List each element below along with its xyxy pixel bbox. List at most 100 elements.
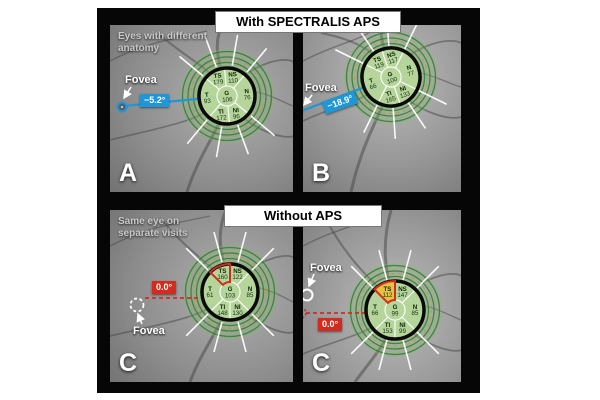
scan-ring: [349, 264, 441, 356]
sector-label-NI: NI: [232, 107, 239, 115]
scan-ring: [187, 56, 267, 136]
spoke: [335, 49, 364, 65]
sector-G: [216, 85, 238, 107]
scan-ring-dashed: [358, 273, 432, 347]
sector-value-T: 66: [369, 82, 378, 91]
sector-value-NI: 99: [399, 328, 406, 335]
spoke: [236, 124, 250, 155]
spoke: [213, 231, 223, 263]
sector-value-NI: 96: [233, 113, 241, 121]
sector-label-TS: TS: [372, 55, 382, 64]
sector-label-T: T: [368, 77, 374, 85]
spoke: [363, 104, 379, 133]
fovea-label: Fovea: [310, 262, 342, 274]
sector-label-TI: TI: [220, 304, 226, 311]
panel-letter: C: [119, 349, 138, 377]
sector-value-NI: 133: [399, 90, 412, 100]
sector-label-N: N: [413, 304, 418, 311]
sector-value-TI: 148: [217, 310, 228, 317]
fovea-arrow-icon: [303, 94, 313, 107]
disc-ring: [360, 46, 422, 108]
sector-value-G: 106: [222, 96, 233, 104]
sector-value-TI: 165: [385, 95, 398, 105]
sector-label-G: G: [387, 70, 394, 78]
header-without-aps: Without APS: [224, 205, 382, 227]
spoke: [407, 102, 427, 129]
sector-label-N: N: [244, 88, 250, 95]
fovea-marker-dot: [121, 106, 123, 108]
retinal-vessel: [303, 30, 372, 62]
spoke: [251, 313, 275, 337]
angle-label: −5.2°: [140, 94, 170, 107]
sector-label-TS: TS: [384, 286, 392, 293]
sector-label-TS: TS: [213, 72, 222, 80]
scan-ring-dashed: [354, 40, 428, 114]
sector-value-G: 103: [225, 293, 236, 300]
fovea-label: Fovea: [305, 82, 337, 94]
fovea-marker: [303, 288, 314, 302]
panel-caption: Eyes with different anatomy: [118, 31, 207, 54]
disc-ring: [197, 66, 257, 126]
spoke: [350, 265, 374, 289]
spoke: [250, 115, 276, 137]
sector-label-TI: TI: [385, 322, 391, 329]
sector-G: [380, 66, 402, 88]
scan-ring: [195, 257, 265, 327]
scan-ring: [181, 50, 273, 142]
fovea-label: Fovea: [125, 74, 157, 86]
sector-value-G: 99: [392, 311, 399, 318]
sector-label-N: N: [248, 286, 253, 293]
sector-label-T: T: [205, 92, 210, 99]
sector-value-N: 76: [244, 94, 252, 102]
scan-ring-dashed: [193, 255, 267, 329]
sector-value-TS: 179: [213, 78, 224, 86]
sector-value-NS: 117: [388, 56, 400, 66]
spoke: [186, 119, 208, 145]
sector-label-T: T: [208, 286, 212, 293]
angle-label: 0.0°: [152, 281, 177, 294]
highlight-sector-TS: [373, 279, 396, 305]
axis-origin-marker: [303, 307, 307, 319]
fovea-marker: [129, 297, 145, 313]
sector-value-T: 93: [204, 98, 212, 106]
sector-label-NI: NI: [399, 322, 405, 329]
sector-label-NS: NS: [386, 50, 396, 59]
highlight-sector-TS: [208, 262, 231, 287]
scan-ring-dashed: [190, 59, 264, 133]
panel-letter: B: [312, 159, 331, 187]
sector-label-T: T: [373, 304, 377, 311]
sector-value-T: 66: [372, 310, 379, 317]
fovea-arrow-icon: [136, 312, 145, 325]
sector-value-TS: 112: [383, 292, 393, 299]
scan-ring: [351, 37, 431, 117]
sector-value-TS: 160: [217, 274, 228, 281]
spoke: [378, 249, 388, 281]
sector-label-G: G: [393, 304, 398, 311]
spoke: [418, 89, 447, 105]
retinal-vessel: [110, 215, 211, 247]
sector-value-TI: 153: [382, 328, 393, 335]
spoke: [416, 331, 440, 355]
spoke: [402, 249, 412, 281]
sector-label-G: G: [224, 90, 230, 97]
sector-value-N: 77: [407, 69, 416, 78]
sector-value-TS: 119: [373, 61, 385, 71]
sector-label-NS: NS: [233, 268, 242, 275]
scan-ring: [360, 275, 430, 345]
scan-ring: [190, 252, 270, 332]
spoke: [237, 321, 247, 353]
spoke: [403, 25, 419, 50]
panel-letter: A: [119, 159, 138, 187]
angle-label: 0.0°: [318, 318, 343, 331]
